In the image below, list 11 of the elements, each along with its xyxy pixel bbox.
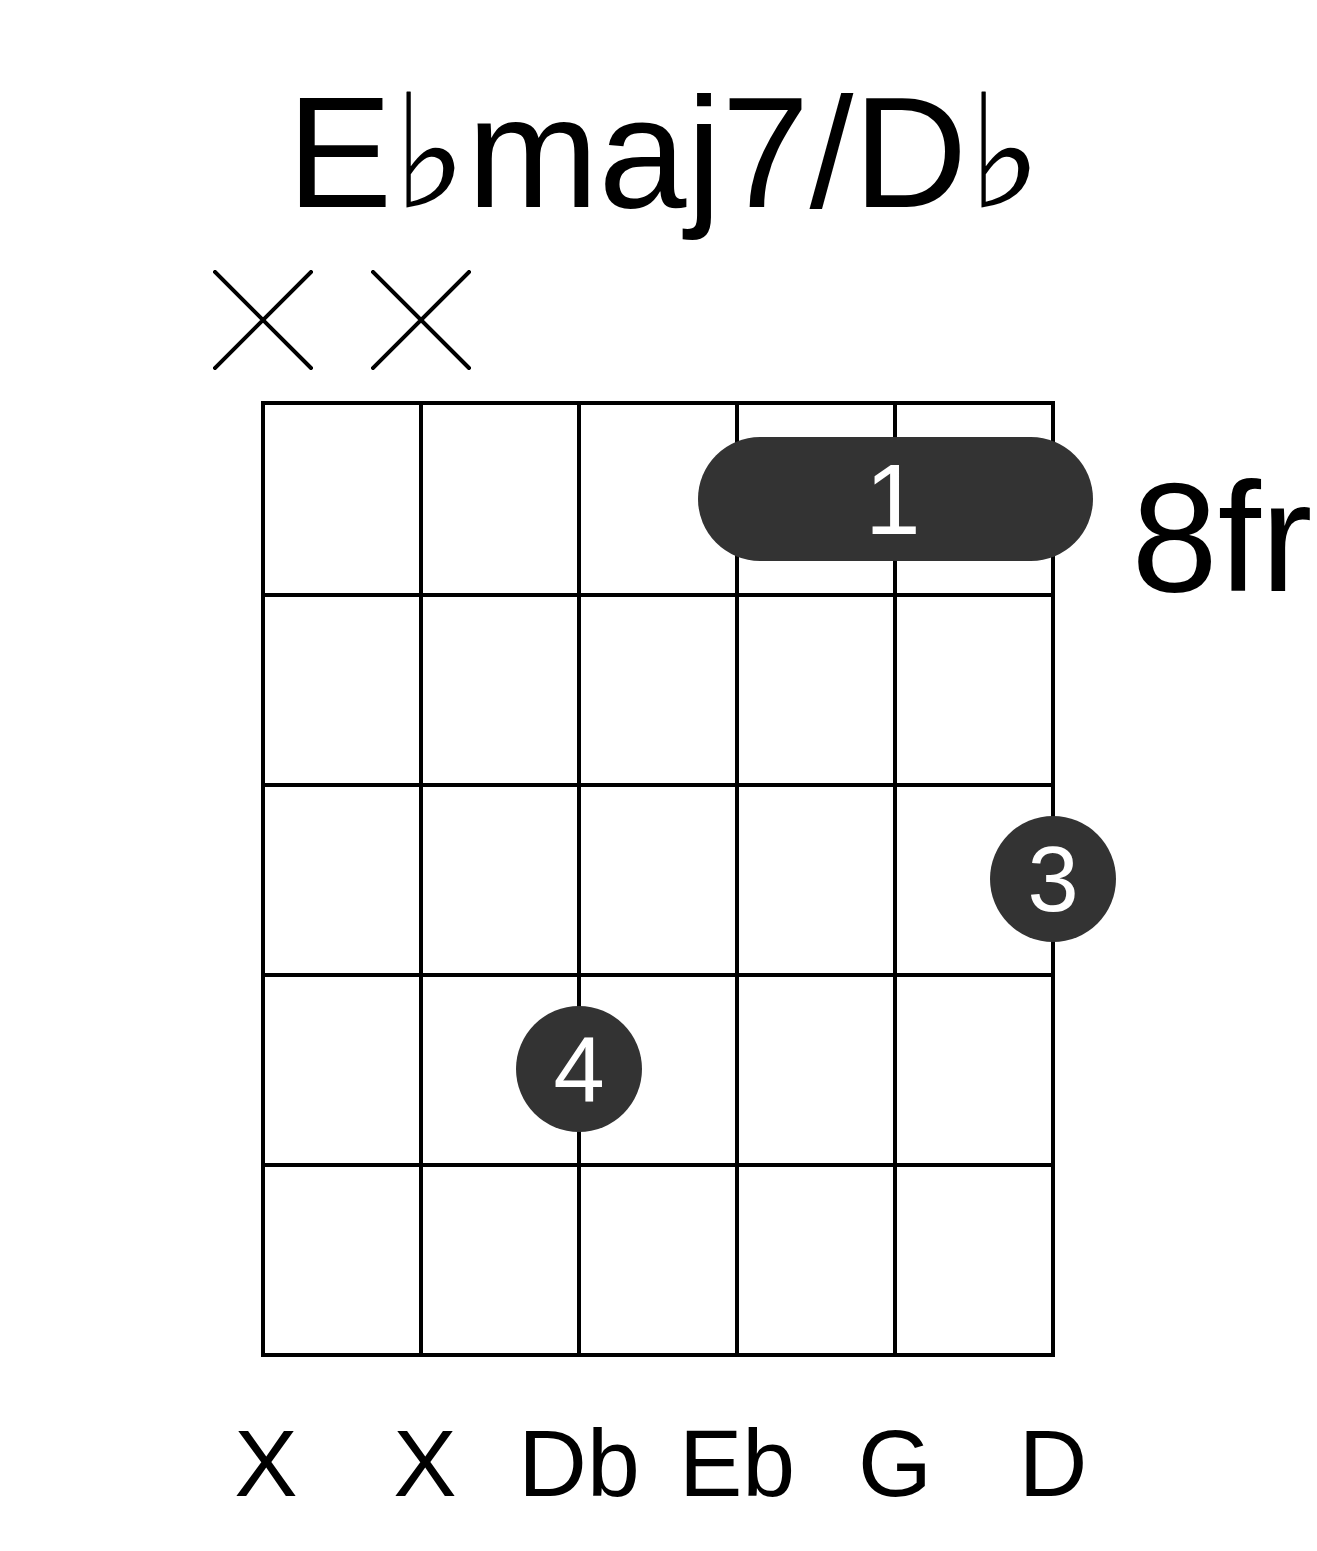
finger-dot: 4 bbox=[516, 1006, 642, 1132]
barre-marker: 1 bbox=[698, 437, 1093, 561]
chord-title: E♭maj7/D♭ bbox=[286, 63, 1043, 242]
string-note-label: Eb bbox=[678, 1416, 796, 1511]
string-note-label: G bbox=[858, 1416, 932, 1511]
string-note-label: X bbox=[393, 1416, 457, 1511]
finger-dot: 3 bbox=[990, 816, 1116, 942]
string-note-label: Db bbox=[518, 1416, 640, 1511]
string-note-label: D bbox=[1018, 1416, 1088, 1511]
string-note-label: X bbox=[234, 1416, 298, 1511]
fret-number: 8fr bbox=[1131, 460, 1313, 615]
